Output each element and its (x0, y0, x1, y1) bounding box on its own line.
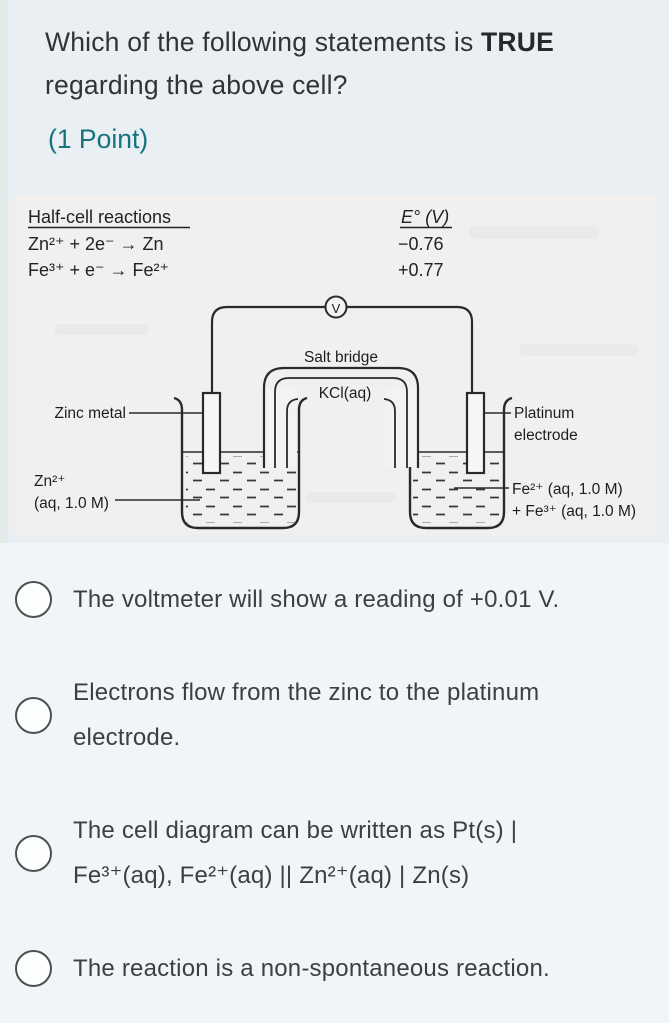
question-title: Which of the following statements is TRU… (45, 21, 645, 107)
question-points: (1 Point) (48, 124, 149, 154)
option-row-3[interactable]: The cell diagram can be written as Pt(s)… (15, 808, 641, 898)
reaction-zn: Zn²⁺ + 2e⁻ → Zn (28, 234, 164, 254)
scan-artifacts (54, 226, 639, 503)
platinum-label-line1: Platinum (514, 405, 574, 422)
question-title-bold: TRUE (481, 27, 554, 57)
radio-button-1[interactable] (15, 581, 52, 618)
figure-labels: Salt bridge KCl(aq) Zinc metal Platinum … (34, 349, 636, 520)
option-label-4[interactable]: The reaction is a non-spontaneous reacti… (73, 955, 550, 982)
kcl-label: KCl(aq) (319, 385, 372, 402)
option-label-3[interactable]: The cell diagram can be written as Pt(s)… (73, 817, 518, 889)
question-title-prefix: Which of the following statements is (45, 27, 482, 57)
cell-diagram-figure: Half-cell reactions E° (V) Zn²⁺ + 2e⁻ → … (14, 196, 656, 535)
potential-fe: +0.77 (398, 260, 444, 280)
zn-solution-label-line1: Zn²⁺ (34, 473, 65, 490)
question-header: Which of the following statements is TRU… (0, 0, 669, 159)
question-title-suffix: regarding the above cell? (45, 70, 348, 100)
potential-zn: −0.76 (398, 234, 444, 254)
zinc-metal-label: Zinc metal (55, 405, 127, 422)
option-label-1[interactable]: The voltmeter will show a reading of +0.… (73, 586, 560, 613)
radio-button-3[interactable] (15, 834, 52, 872)
radio-button-2[interactable] (15, 696, 52, 734)
wire-path (210, 305, 474, 394)
platinum-label-line2: electrode (514, 427, 578, 444)
salt-bridge-tube (262, 366, 420, 468)
option-row-4[interactable]: The reaction is a non-spontaneous reacti… (15, 946, 641, 991)
fe-solution-label-line2: + Fe³⁺ (aq, 1.0 M) (512, 503, 636, 520)
platinum-electrode (465, 391, 486, 475)
half-cell-header: Half-cell reactions (28, 207, 171, 227)
card-edge-strip (0, 0, 8, 543)
options-list: The voltmeter will show a reading of +0.… (0, 577, 669, 991)
salt-bridge-label: Salt bridge (304, 349, 378, 366)
question-card: Which of the following statements is TRU… (0, 0, 669, 543)
zn-solution-label-line2: (aq, 1.0 M) (34, 495, 109, 512)
svg-text:V: V (332, 301, 341, 316)
zinc-electrode (201, 391, 222, 475)
right-solution (413, 456, 501, 523)
reaction-fe: Fe³⁺ + e⁻ → Fe²⁺ (28, 260, 169, 280)
potential-header: E° (V) (401, 207, 449, 227)
option-label-2[interactable]: Electrons flow from the zinc to the plat… (73, 679, 540, 751)
cell-diagram-svg: Half-cell reactions E° (V) Zn²⁺ + 2e⁻ → … (28, 207, 639, 530)
left-beaker (173, 396, 308, 530)
option-row-1[interactable]: The voltmeter will show a reading of +0.… (15, 577, 641, 622)
radio-button-4[interactable] (15, 950, 52, 987)
fe-solution-label-line1: Fe²⁺ (aq, 1.0 M) (512, 481, 623, 498)
half-cell-table: Half-cell reactions E° (V) Zn²⁺ + 2e⁻ → … (28, 207, 452, 280)
voltmeter-icon: V (324, 295, 348, 319)
option-row-2[interactable]: Electrons flow from the zinc to the plat… (15, 670, 641, 760)
